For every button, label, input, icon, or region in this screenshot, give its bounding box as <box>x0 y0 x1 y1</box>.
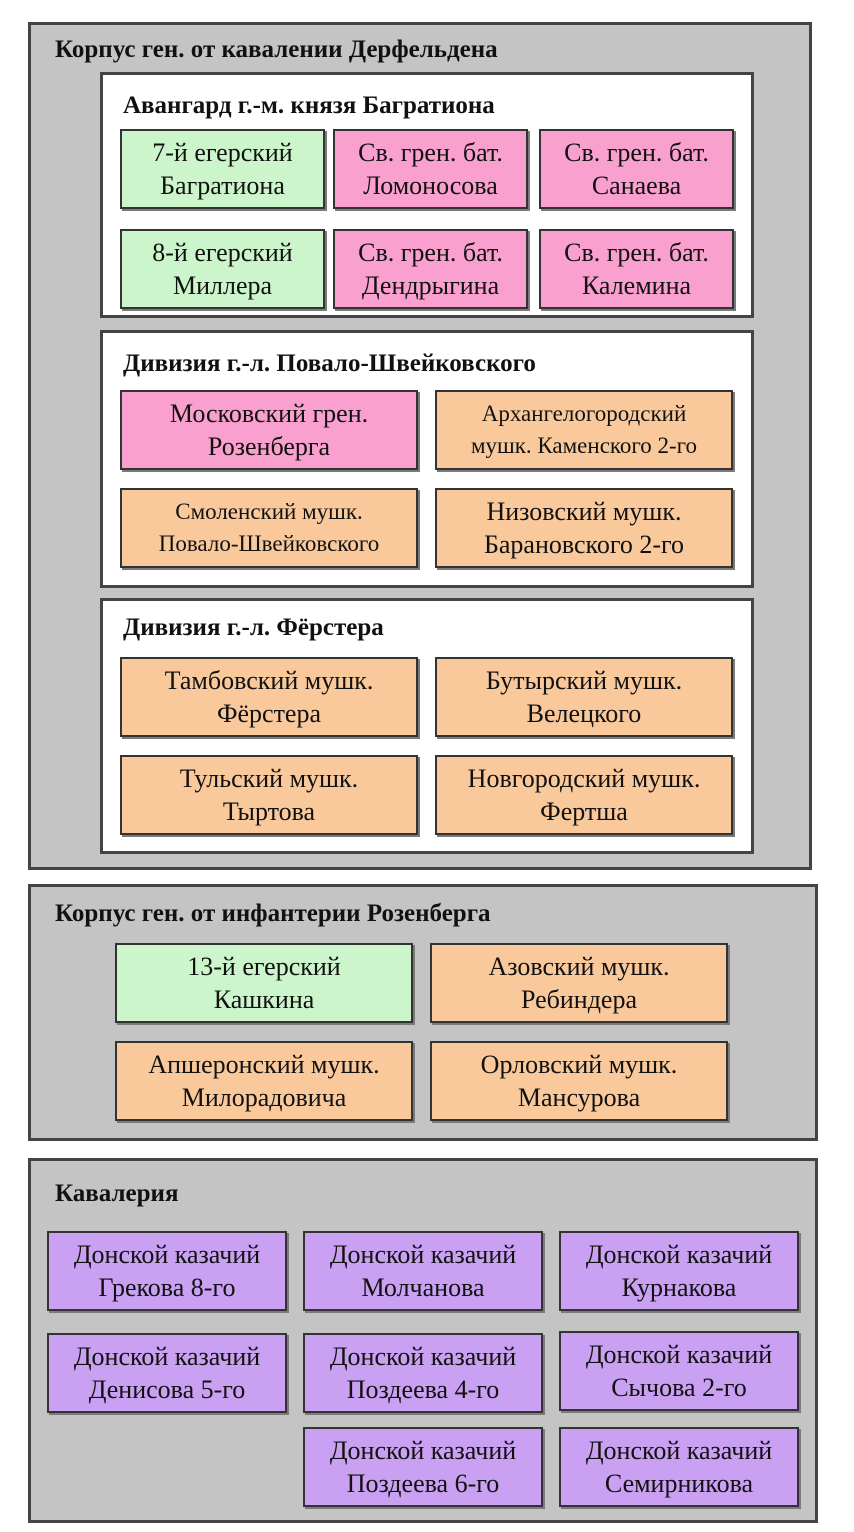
unit-line2: Милорадовича <box>181 1083 347 1112</box>
unit-line2: Дендрыгина <box>361 271 500 300</box>
unit-line1: Тамбовский мушк. <box>164 666 374 695</box>
group-foerster-title: Дивизия г.-л. Фёрстера <box>123 614 384 641</box>
unit-line2: Денисова 5-го <box>88 1375 246 1404</box>
unit-line2: Грекова 8-го <box>98 1273 236 1302</box>
unit-line1: Бутырский мушк. <box>485 666 683 695</box>
unit-line2: Фертша <box>540 797 628 826</box>
unit-line2: Повало-Швейковского <box>158 531 380 556</box>
unit-box: Донской казачий Поздеева 6-го <box>303 1427 543 1507</box>
group-avantgarde-title: Авангард г.-м. князя Багратиона <box>123 92 495 119</box>
unit-line2: Семирникова <box>604 1469 754 1498</box>
unit-line1: Донской казачий <box>585 1340 773 1369</box>
unit-line1: Архангелогородский <box>481 401 687 426</box>
unit-line2: Розенберга <box>207 432 331 461</box>
cavalry-title: Кавалерия <box>55 1180 179 1207</box>
unit-box: Св. грен. бат. Калемина <box>539 229 734 309</box>
unit-box: 7-й егерский Багратиона <box>120 129 325 209</box>
unit-line1: Азовский мушк. <box>488 952 670 981</box>
unit-box: Низовский мушк. Барановского 2-го <box>435 488 733 568</box>
unit-box: Тульский мушк. Тыртова <box>120 755 418 835</box>
unit-line1: Новгородский мушк. <box>467 764 701 793</box>
unit-box: Бутырский мушк. Велецкого <box>435 657 733 737</box>
unit-line1: Св. грен. бат. <box>358 138 503 167</box>
unit-box: Тамбовский мушк. Фёрстера <box>120 657 418 737</box>
unit-box: Донской казачий Поздеева 4-го <box>303 1333 543 1413</box>
unit-line1: Смоленский мушк. <box>175 499 363 524</box>
corps-rosenberg-title: Корпус ген. от инфантерии Розенберга <box>55 900 491 927</box>
unit-box: Св. грен. бат. Ломоносова <box>333 129 528 209</box>
unit-box: Св. грен. бат. Санаева <box>539 129 734 209</box>
unit-line2: Санаева <box>591 171 682 200</box>
unit-line2: Мансурова <box>517 1083 641 1112</box>
unit-line1: Св. грен. бат. <box>358 238 503 267</box>
unit-box: Азовский мушк. Ребиндера <box>430 943 728 1023</box>
unit-line1: Донской казачий <box>329 1436 517 1465</box>
unit-box: Донской казачий Молчанова <box>303 1231 543 1311</box>
unit-box: Донской казачий Семирникова <box>559 1427 799 1507</box>
unit-line2: Курнакова <box>621 1273 737 1302</box>
unit-box: Орловский мушк. Мансурова <box>430 1041 728 1121</box>
unit-line2: Поздеева 4-го <box>346 1375 500 1404</box>
unit-line1: Донской казачий <box>585 1240 773 1269</box>
unit-line1: Донской казачий <box>329 1240 517 1269</box>
unit-box: Апшеронский мушк. Милорадовича <box>115 1041 413 1121</box>
corps-derfelden-title: Корпус ген. от кавалении Дерфельдена <box>55 36 498 63</box>
unit-line2: Миллера <box>172 271 273 300</box>
group-povalo-title: Дивизия г.-л. Повало-Швейковского <box>123 350 536 377</box>
unit-line2: Тыртова <box>222 797 316 826</box>
unit-line1: 13-й егерский <box>187 952 341 981</box>
unit-line2: Ребиндера <box>520 985 638 1014</box>
unit-line2: Молчанова <box>361 1273 485 1302</box>
unit-box: Донской казачий Грекова 8-го <box>47 1231 287 1311</box>
unit-line2: Калемина <box>581 271 692 300</box>
unit-line1: 7-й егерский <box>152 138 293 167</box>
unit-box: Московский грен. Розенберга <box>120 390 418 470</box>
unit-line1: Донской казачий <box>73 1342 261 1371</box>
unit-box: 8-й егерский Миллера <box>120 229 325 309</box>
unit-box: Донской казачий Денисова 5-го <box>47 1333 287 1413</box>
unit-line2: Фёрстера <box>216 699 322 728</box>
unit-line1: Донской казачий <box>329 1342 517 1371</box>
unit-line1: Низовский мушк. <box>486 497 682 526</box>
unit-line1: Апшеронский мушк. <box>148 1050 380 1079</box>
unit-line2: Ломоносова <box>363 171 498 200</box>
unit-line1: Московский грен. <box>169 399 369 428</box>
unit-box: Донской казачий Курнакова <box>559 1231 799 1311</box>
unit-line1: Тульский мушк. <box>179 764 359 793</box>
unit-line2: мушк. Каменского 2-го <box>470 433 698 458</box>
unit-line1: Св. грен. бат. <box>564 238 709 267</box>
unit-line1: 8-й егерский <box>152 238 293 267</box>
unit-line2: Кашкина <box>213 985 315 1014</box>
unit-line1: Донской казачий <box>585 1436 773 1465</box>
unit-box: Смоленский мушк. Повало-Швейковского <box>120 488 418 568</box>
unit-line2: Багратиона <box>160 171 285 200</box>
unit-box: Новгородский мушк. Фертша <box>435 755 733 835</box>
unit-box: 13-й егерский Кашкина <box>115 943 413 1023</box>
unit-line1: Донской казачий <box>73 1240 261 1269</box>
unit-box: Донской казачий Сычова 2-го <box>559 1331 799 1411</box>
unit-box: Архангелогородский мушк. Каменского 2-го <box>435 390 733 470</box>
unit-line2: Велецкого <box>526 699 642 728</box>
unit-line2: Поздеева 6-го <box>346 1469 500 1498</box>
unit-line2: Барановского 2-го <box>483 530 685 559</box>
unit-line2: Сычова 2-го <box>611 1373 747 1402</box>
unit-line1: Орловский мушк. <box>480 1050 678 1079</box>
unit-line1: Св. грен. бат. <box>564 138 709 167</box>
unit-box: Св. грен. бат. Дендрыгина <box>333 229 528 309</box>
